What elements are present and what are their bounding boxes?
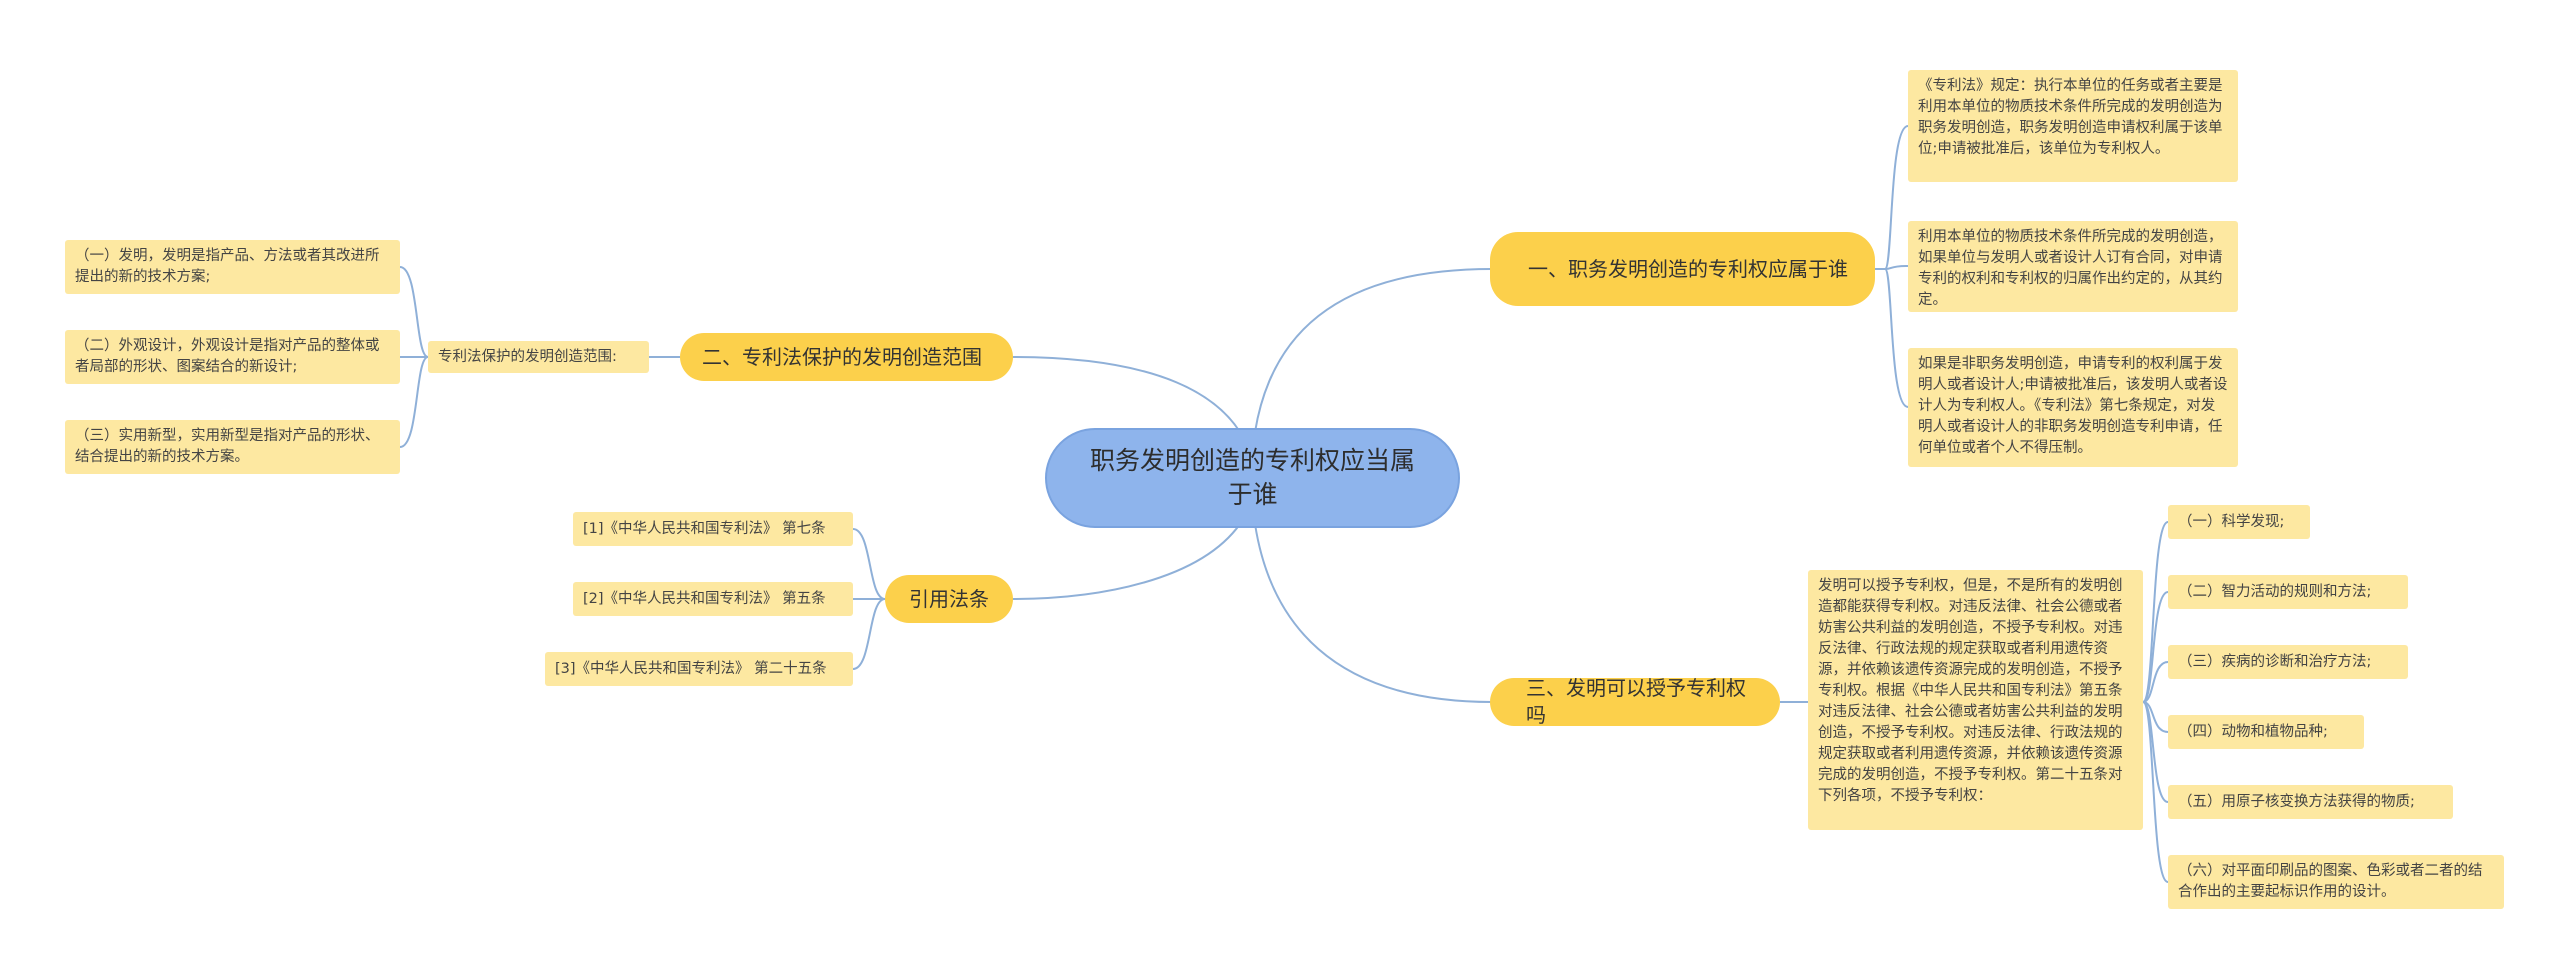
leaf-exclusion-1[interactable]: （一）科学发现; xyxy=(2168,505,2310,539)
leaf-exclusion-5[interactable]: （五）用原子核变换方法获得的物质; xyxy=(2168,785,2453,819)
link-root-b1 xyxy=(1254,268,1493,433)
link-root-b3 xyxy=(1254,523,1493,703)
link-b4-leaf-1 xyxy=(852,528,886,600)
branch-cited-laws[interactable]: 引用法条 xyxy=(885,575,1013,623)
link-b3-leaf-3 xyxy=(2142,661,2169,703)
leaf-text: [1]《中华人民共和国专利法》 第七条 xyxy=(583,520,826,537)
leaf-citation-2[interactable]: [2]《中华人民共和国专利法》 第五条 xyxy=(573,582,853,616)
leaf-text: （六）对平面印刷品的图案、色彩或者二者的结合作出的主要起标识作用的设计。 xyxy=(2178,863,2483,900)
leaf-text: 发明可以授予专利权，但是，不是所有的发明创造都能获得专利权。对违反法律、社会公德… xyxy=(1818,578,2123,804)
leaf-utility-model-definition[interactable]: （三）实用新型，实用新型是指对产品的形状、结合提出的新的技术方案。 xyxy=(65,420,400,474)
leaf-patent-law-provision[interactable]: 《专利法》规定：执行本单位的任务或者主要是利用本单位的物质技术条件所完成的发明创… xyxy=(1908,70,2238,182)
branch-employee-invention[interactable]: 一、职务发明创造的专利权应属于谁 xyxy=(1490,232,1875,306)
leaf-text: （一）科学发现; xyxy=(2178,513,2285,530)
branch-protection-scope[interactable]: 二、专利法保护的发明创造范围 xyxy=(680,333,1013,381)
link-root-b4 xyxy=(1011,523,1241,600)
link-b2-leaf-1 xyxy=(399,266,429,358)
branch-label: 二、专利法保护的发明创造范围 xyxy=(702,344,982,369)
leaf-text: （三）实用新型，实用新型是指对产品的形状、结合提出的新的技术方案。 xyxy=(75,428,380,465)
branch-grant-patent[interactable]: 三、发明可以授予专利权吗 xyxy=(1490,676,1780,727)
leaf-exclusion-4[interactable]: （四）动物和植物品种; xyxy=(2168,715,2364,749)
link-b1-leaf-3 xyxy=(1884,268,1909,408)
leaf-text: （二）智力活动的规则和方法; xyxy=(2178,583,2372,600)
branch-label: 引用法条 xyxy=(909,586,989,611)
link-b2-leaf-3 xyxy=(399,356,429,448)
leaf-exclusion-3[interactable]: （三）疾病的诊断和治疗方法; xyxy=(2168,645,2408,679)
leaf-text: （四）动物和植物品种; xyxy=(2178,723,2328,740)
leaf-text: 利用本单位的物质技术条件所完成的发明创造，如果单位与发明人或者设计人订有合同，对… xyxy=(1918,229,2223,308)
leaf-text: 《专利法》规定：执行本单位的任务或者主要是利用本单位的物质技术条件所完成的发明创… xyxy=(1918,78,2223,157)
link-b3-leaf-5 xyxy=(2142,701,2169,803)
link-b3-leaf-6 xyxy=(2142,701,2169,883)
root-title: 职务发明创造的专利权应当属于谁 xyxy=(1089,446,1415,509)
leaf-non-employee-invention[interactable]: 如果是非职务发明创造，申请专利的权利属于发明人或者设计人;申请被批准后，该发明人… xyxy=(1908,348,2238,467)
leaf-design-definition[interactable]: （二）外观设计，外观设计是指对产品的整体或者局部的形状、图案结合的新设计; xyxy=(65,330,400,384)
branch-label: 一、职务发明创造的专利权应属于谁 xyxy=(1528,256,1848,281)
link-b1-leaf-2 xyxy=(1884,265,1909,270)
mid-grant-conditions[interactable]: 发明可以授予专利权，但是，不是所有的发明创造都能获得专利权。对违反法律、社会公德… xyxy=(1808,570,2143,830)
link-b1-leaf-1 xyxy=(1884,125,1909,270)
leaf-text: 专利法保护的发明创造范围: xyxy=(438,348,617,365)
branch-label: 三、发明可以授予专利权吗 xyxy=(1526,676,1746,727)
link-b3-leaf-2 xyxy=(2142,591,2169,703)
mid-protection-scope[interactable]: 专利法保护的发明创造范围: xyxy=(428,341,649,373)
link-b4-leaf-3 xyxy=(852,598,886,670)
leaf-exclusion-2[interactable]: （二）智力活动的规则和方法; xyxy=(2168,575,2408,609)
leaf-exclusion-6[interactable]: （六）对平面印刷品的图案、色彩或者二者的结合作出的主要起标识作用的设计。 xyxy=(2168,855,2504,909)
leaf-text: （三）疾病的诊断和治疗方法; xyxy=(2178,653,2372,670)
leaf-invention-definition[interactable]: （一）发明，发明是指产品、方法或者其改进所提出的新的技术方案; xyxy=(65,240,400,294)
leaf-text: [3]《中华人民共和国专利法》 第二十五条 xyxy=(555,660,827,677)
leaf-text: 如果是非职务发明创造，申请专利的权利属于发明人或者设计人;申请被批准后，该发明人… xyxy=(1918,356,2228,456)
leaf-citation-3[interactable]: [3]《中华人民共和国专利法》 第二十五条 xyxy=(545,652,853,686)
root-topic[interactable]: 职务发明创造的专利权应当属于谁 xyxy=(1045,428,1460,528)
leaf-text: [2]《中华人民共和国专利法》 第五条 xyxy=(583,590,826,607)
leaf-contract-agreement[interactable]: 利用本单位的物质技术条件所完成的发明创造，如果单位与发明人或者设计人订有合同，对… xyxy=(1908,221,2238,312)
leaf-text: （五）用原子核变换方法获得的物质; xyxy=(2178,793,2415,810)
leaf-citation-1[interactable]: [1]《中华人民共和国专利法》 第七条 xyxy=(573,512,853,546)
leaf-text: （一）发明，发明是指产品、方法或者其改进所提出的新的技术方案; xyxy=(75,248,380,285)
link-root-b2 xyxy=(1011,356,1241,433)
leaf-text: （二）外观设计，外观设计是指对产品的整体或者局部的形状、图案结合的新设计; xyxy=(75,338,380,375)
